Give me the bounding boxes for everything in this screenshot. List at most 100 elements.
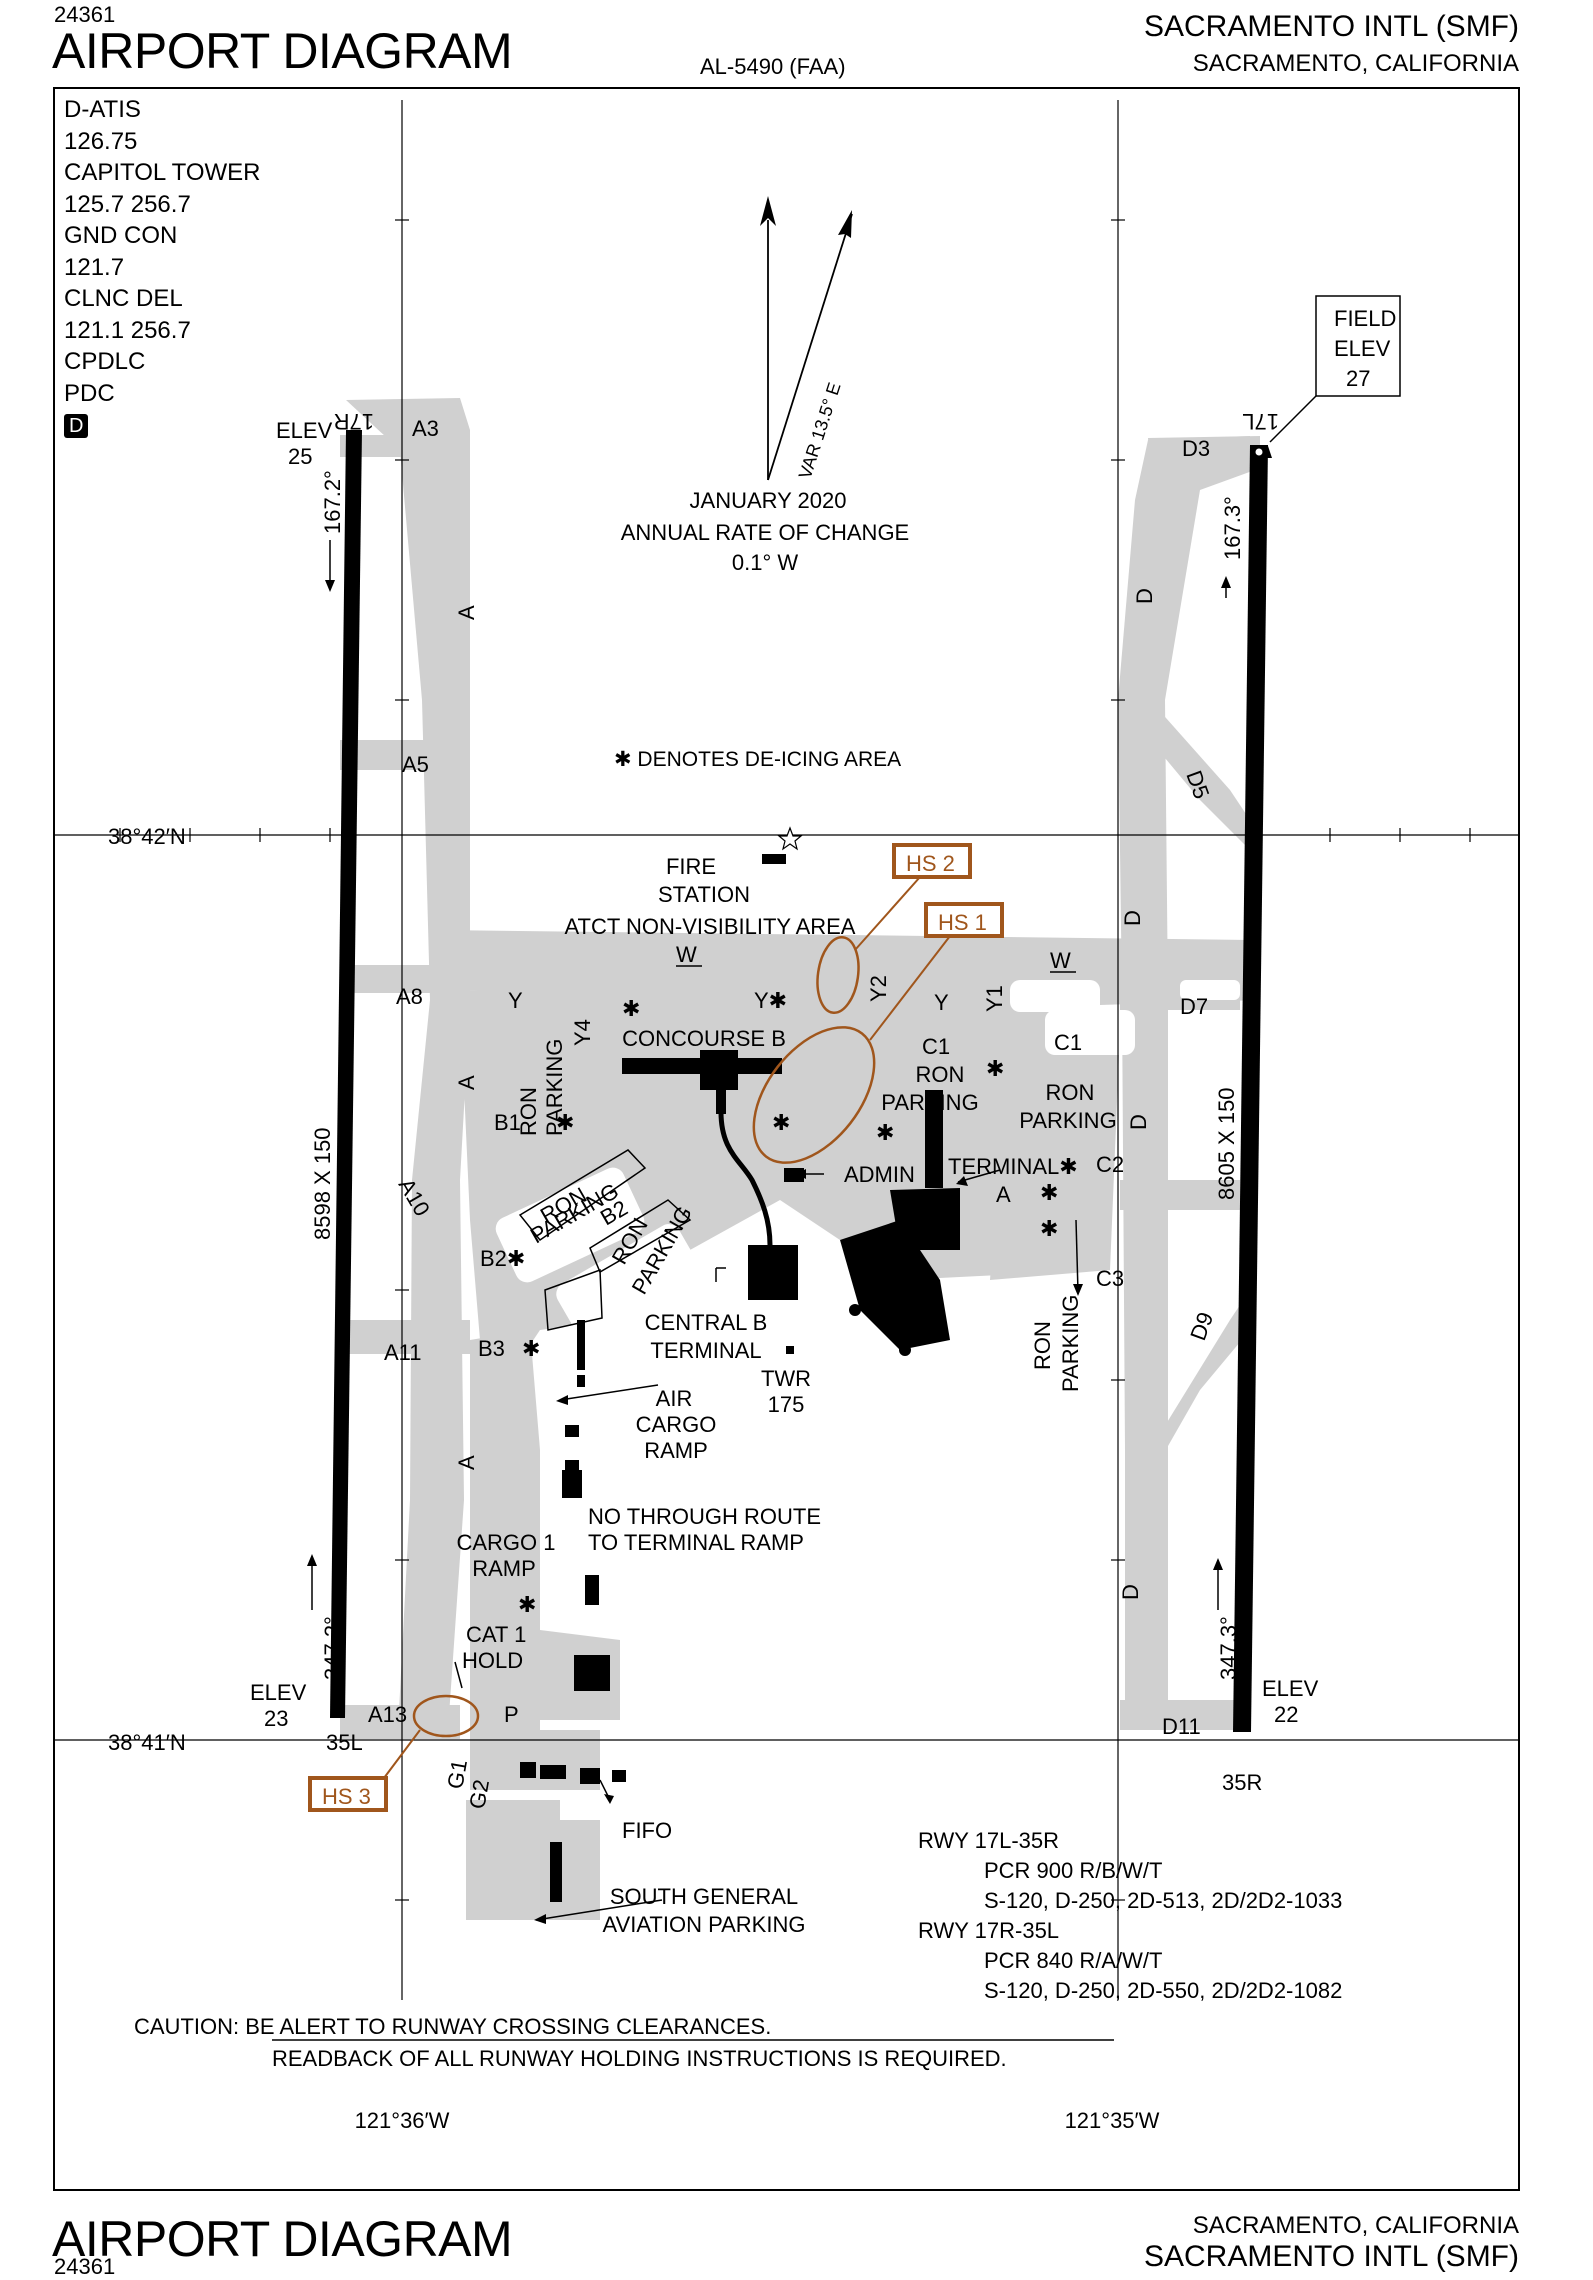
airport-city: SACRAMENTO, CALIFORNIA (1192, 50, 1519, 77)
magnetic-variation: VAR 13.5° E (795, 380, 845, 481)
runway-17r-label: 17R (334, 409, 374, 434)
caution-line1: CAUTION: BE ALERT TO RUNWAY CROSSING CLE… (134, 2014, 771, 2039)
taxiway-y-west: Y (508, 988, 523, 1013)
footer-title: AIRPORT DIAGRAM (52, 2211, 513, 2267)
air-cargo-label-1: AIR (656, 1386, 693, 1411)
central-terminal-label-2: TERMINAL (650, 1338, 761, 1363)
ron-parking-c1-2: PARKING (881, 1090, 978, 1115)
runway-info-3: S-120, D-250, 2D-513, 2D/2D2-1033 (984, 1888, 1342, 1913)
taxiway-a13: A13 (368, 1702, 407, 1727)
runway-left-hdg-north: 167.2° (320, 470, 345, 534)
taxiway-d-terminal: D (1126, 1114, 1151, 1130)
elev-value-17r: 25 (288, 444, 312, 469)
taxiway-a-north: A (454, 605, 479, 620)
terminal-label: TERMINAL✱ (948, 1154, 1078, 1179)
taxiway-d9: D9 (1185, 1309, 1218, 1344)
tower-label: TWR (761, 1366, 811, 1391)
taxiway-d-south: D (1118, 1584, 1143, 1600)
freq-clearance-value: 121.1 256.7 (64, 316, 191, 344)
elev-label-17r: ELEV (276, 418, 333, 443)
doc-number: 24361 (54, 2, 116, 27)
fifo-label: FIFO (622, 1818, 672, 1843)
runway-17r-35l (330, 430, 362, 1718)
lat-north: 38°42′N (108, 824, 186, 849)
hot-spot-hs1: HS 1 (938, 910, 987, 935)
freq-ground: GND CON (64, 222, 178, 249)
no-through-route-1: NO THROUGH ROUTE (588, 1504, 821, 1529)
taxiway-d3: D3 (1182, 436, 1210, 461)
taxiway-d7: D7 (1180, 994, 1208, 1019)
map-frame (53, 87, 1520, 2191)
hot-spot-hs2: HS 2 (906, 851, 955, 876)
svg-text:✱: ✱ (622, 996, 640, 1021)
freq-tower: CAPITOL TOWER (64, 159, 261, 186)
taxiway-g2: G2 (464, 1778, 494, 1811)
cargo1-ramp-2: RAMP (472, 1556, 536, 1581)
airport-name: SACRAMENTO INTL (SMF) (1143, 10, 1519, 43)
taxiway-y-east: Y (934, 990, 949, 1015)
taxiway-d11: D11 (1162, 1714, 1201, 1739)
footer-doc-number: 24361 (54, 2254, 116, 2279)
ron-parking-outlines (518, 1149, 692, 1331)
freq-tower-value: 125.7 256.7 (64, 190, 191, 218)
north-rate: 0.1° W (732, 550, 798, 575)
taxiway-c3: C3 (1096, 1266, 1124, 1291)
taxiway-a8: A8 (396, 984, 423, 1009)
lon-west: 121°36′W (355, 2108, 450, 2133)
runway-info-5: PCR 840 R/A/W/T (984, 1948, 1162, 1973)
runway-info-1: RWY 17L-35R (918, 1828, 1059, 1853)
air-cargo-label-2: CARGO (636, 1412, 717, 1437)
taxiway-a11: A11 (384, 1340, 422, 1365)
field-elev-value: 27 (1346, 366, 1370, 391)
taxiway-g1: G1 (442, 1758, 472, 1791)
sga-parking-1: SOUTH GENERAL (610, 1884, 798, 1909)
buildings (520, 1050, 960, 1902)
elev-label-35r: ELEV (1262, 1676, 1319, 1701)
central-terminal-label-1: CENTRAL B (645, 1310, 768, 1335)
page-title: AIRPORT DIAGRAM (52, 23, 513, 79)
svg-text:✱: ✱ (986, 1056, 1004, 1081)
map-labels: FIELD ELEV 27 VAR 13.5° E JANUARY 2020 A… (108, 306, 1396, 2133)
runway-left-hdg-south: 347.2° (320, 1616, 345, 1680)
runway-35l-label: 35L (326, 1730, 363, 1755)
svg-text:✱: ✱ (1040, 1216, 1058, 1241)
cat1-hold-2: HOLD (462, 1648, 523, 1673)
atct-label: ATCT NON-VISIBILITY AREA (565, 914, 856, 939)
ron-parking-d-1: RON (1046, 1080, 1095, 1105)
runway-35r-label: 35R (1222, 1770, 1262, 1795)
taxiway-y2: Y2 (866, 975, 891, 1002)
fire-station-label-2: STATION (658, 882, 750, 907)
beacon-star (777, 826, 803, 851)
runway-left-dims: 8598 X 150 (310, 1127, 335, 1240)
taxiway-w-west: W (676, 942, 697, 967)
taxiway-d-mid: D (1120, 910, 1145, 926)
elev-value-35r: 22 (1274, 1702, 1298, 1727)
lat-south: 38°41′N (108, 1730, 186, 1755)
svg-text:✱: ✱ (1040, 1180, 1058, 1205)
fire-station-label-1: FIRE (666, 854, 716, 879)
lat-lon-grid (54, 100, 1519, 2000)
svg-text:✱: ✱ (518, 1592, 536, 1617)
taxiway-a3: A3 (412, 416, 439, 441)
lon-east: 121°35′W (1065, 2108, 1160, 2133)
north-arrow (760, 196, 853, 481)
field-elev-line1: FIELD (1334, 306, 1396, 331)
caution-line2: READBACK OF ALL RUNWAY HOLDING INSTRUCTI… (272, 2046, 1007, 2071)
freq-datis: D-ATIS (64, 96, 141, 123)
runway-info-6: S-120, D-250, 2D-550, 2D/2D2-1082 (984, 1978, 1342, 2003)
ron-parking-c3-2: PARKING (1058, 1295, 1083, 1392)
runway-17l-label: 17L (1242, 409, 1279, 434)
svg-text:✱: ✱ (876, 1120, 894, 1145)
freq-pdc: PDC (64, 379, 115, 407)
runway-right-dims: 8605 X 150 (1214, 1087, 1239, 1200)
elev-value-35l: 23 (264, 1706, 288, 1731)
ron-parking-y4-2: PARKING (542, 1039, 567, 1136)
runway-17l-35r (1233, 445, 1268, 1732)
apron-cutouts (495, 980, 1240, 1346)
taxiway-w-east: W (1050, 948, 1071, 973)
cat1-hold-1: CAT 1 (466, 1622, 526, 1647)
runway-info-2: PCR 900 R/B/W/T (984, 1858, 1162, 1883)
hot-spot-hs3: HS 3 (322, 1784, 371, 1809)
footer-airport-name: SACRAMENTO INTL (SMF) (1143, 2240, 1519, 2273)
